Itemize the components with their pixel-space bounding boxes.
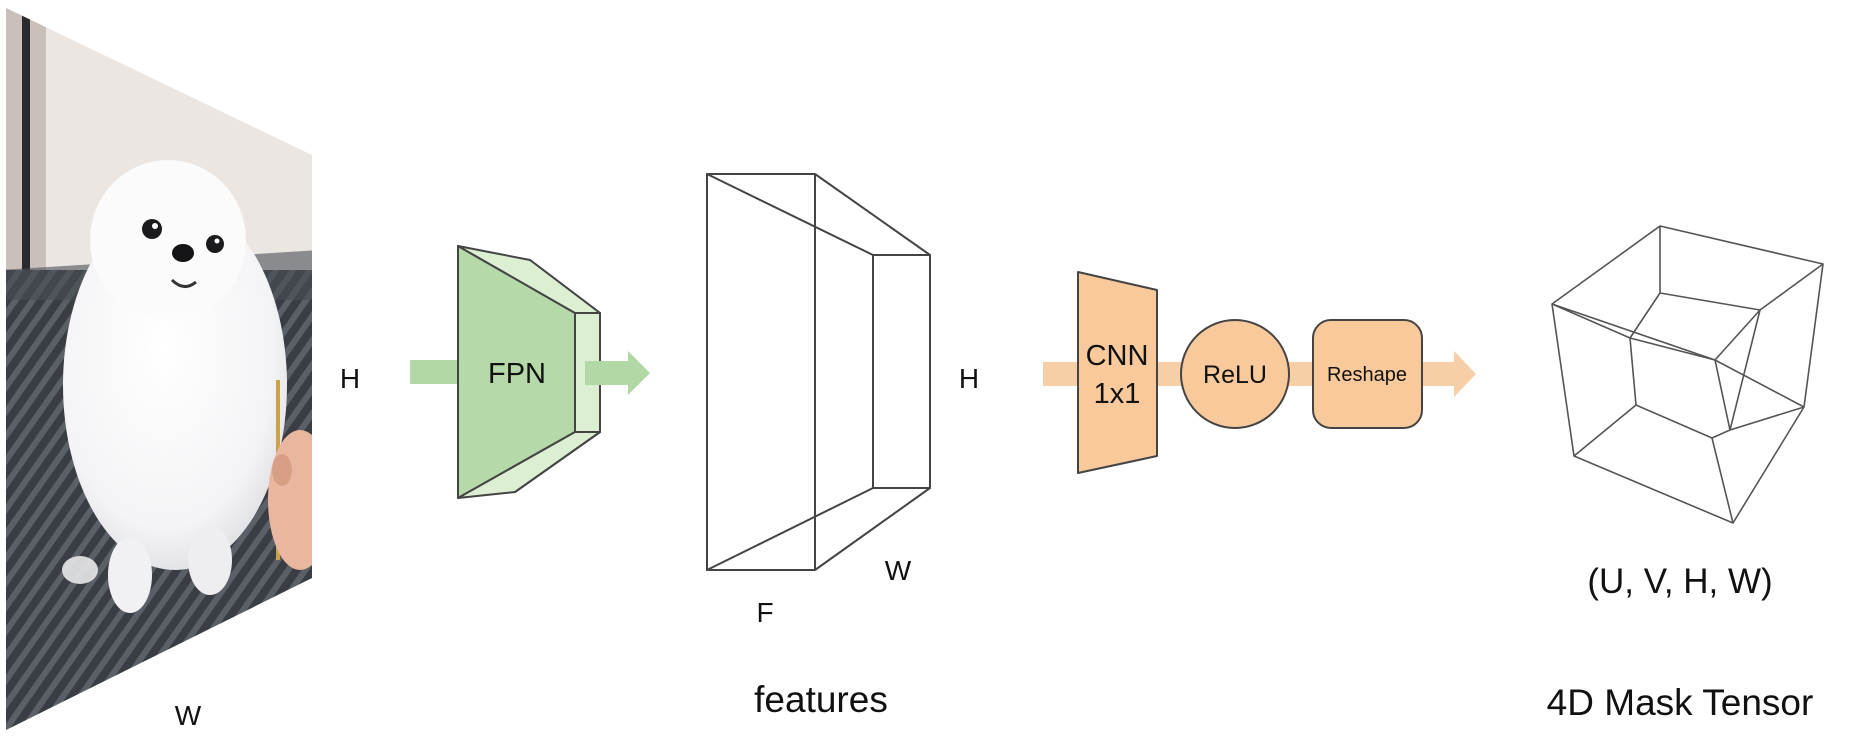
hand-and-leash [268,380,312,570]
fpn-label: FPN [488,358,546,390]
dog-figure [62,160,287,613]
cnn-label-line2: 1x1 [1094,378,1141,410]
fpn-input-arrow [410,360,460,384]
reshape-label: Reshape [1327,364,1407,386]
features-caption: features [754,679,888,720]
image-height-label: H [340,363,360,394]
cnn-1x1-block [1077,271,1158,474]
tensor-shape-label: (U, V, H, W) [1587,562,1772,601]
features-height-label: H [959,363,979,394]
cnn-label-line1: CNN [1086,340,1149,372]
input-image [6,8,312,730]
fpn-output-arrow [585,351,650,395]
features-width-label: W [885,555,912,586]
relu-node [1180,319,1290,429]
tensor-caption: 4D Mask Tensor [1547,682,1814,723]
fpn-block: FPN [410,245,650,499]
reshape-node [1312,319,1423,429]
mask-head: CNN 1x1 ReLU Reshape [1043,271,1476,474]
image-width-label: W [175,700,202,731]
features-block [706,173,931,571]
tesseract-icon [1551,225,1824,524]
features-depth-label: F [756,597,773,628]
relu-label: ReLU [1203,361,1267,389]
head-flow-arrowhead [1454,351,1476,397]
